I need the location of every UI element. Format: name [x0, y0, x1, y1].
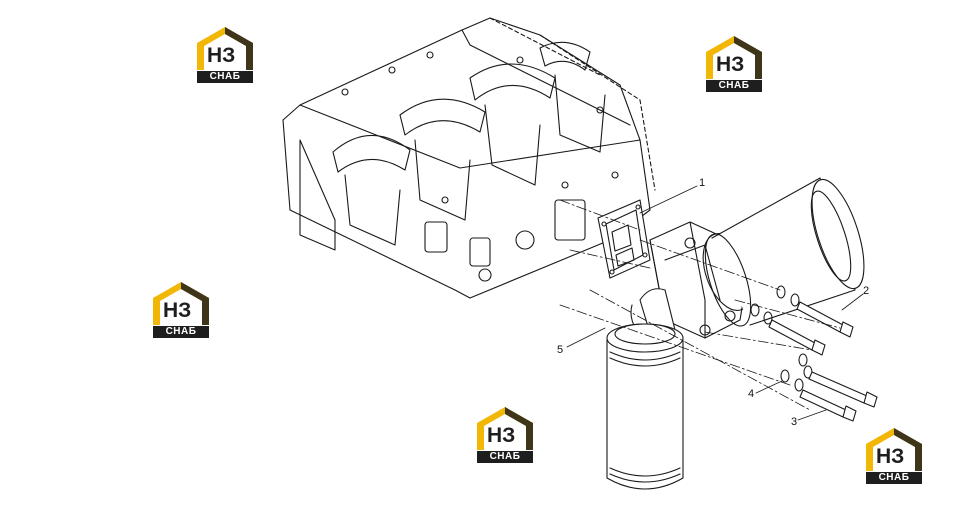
callout-3: 3	[791, 416, 798, 428]
house-roof-icon	[706, 36, 762, 79]
house-roof-icon	[866, 428, 922, 471]
watermark-logo: НЗ СНАБ	[150, 280, 212, 338]
logo-bottom-text: СНАБ	[197, 71, 253, 83]
watermark-logo: НЗ СНАБ	[474, 405, 536, 463]
logo-top-text: НЗ	[876, 445, 905, 468]
house-roof-icon	[477, 407, 533, 450]
logo-top-text: НЗ	[163, 299, 192, 322]
house-roof-icon	[197, 27, 253, 70]
logo-bottom-text: СНАБ	[477, 451, 533, 463]
vertical-oil-filter	[606, 323, 684, 490]
logo-top-text: НЗ	[207, 44, 236, 67]
leader-lines	[566, 185, 864, 421]
logo-bottom-text: СНАБ	[706, 80, 762, 92]
house-roof-icon	[153, 282, 209, 325]
callout-2: 2	[863, 285, 870, 297]
callout-1: 1	[699, 177, 706, 189]
watermark-logo: НЗ СНАБ	[703, 34, 765, 92]
engine-block	[282, 17, 656, 299]
assembly-centerlines	[559, 199, 841, 411]
logo-bottom-text: СНАБ	[153, 326, 209, 338]
watermark-logo: НЗ СНАБ	[863, 426, 925, 484]
callout-5: 5	[557, 344, 564, 356]
callout-4: 4	[748, 388, 755, 400]
logo-top-text: НЗ	[487, 424, 516, 447]
watermark-logo: НЗ СНАБ	[194, 25, 256, 83]
bolts	[768, 301, 878, 422]
logo-top-text: НЗ	[716, 53, 745, 76]
logo-bottom-text: СНАБ	[866, 472, 922, 484]
